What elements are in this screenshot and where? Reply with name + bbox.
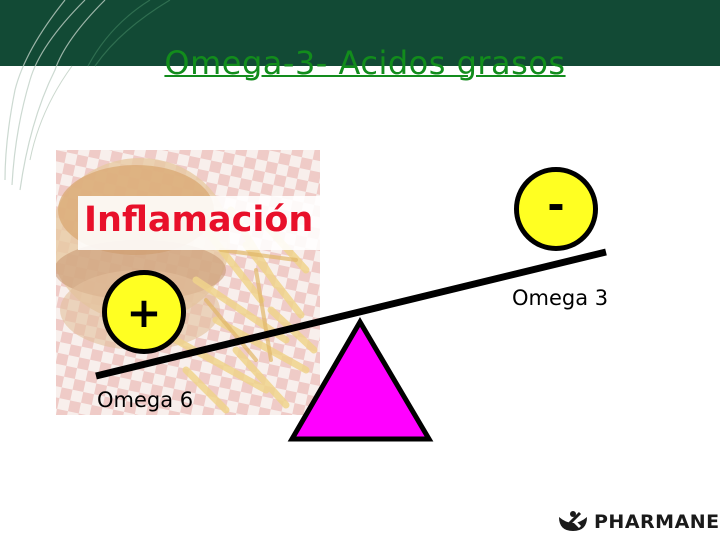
header-band — [0, 0, 720, 66]
plus-symbol: + — [126, 287, 162, 337]
pharmanex-logo: PHARMANEX — [556, 508, 720, 536]
slide-title: Omega-3- Acidos grasos — [164, 44, 566, 82]
inflammation-label: Inflamación — [84, 200, 314, 240]
omega6-weight: + — [102, 270, 186, 354]
balance-beam — [95, 248, 607, 380]
fulcrum-triangle — [287, 317, 434, 442]
inflammation-label-backdrop — [78, 196, 331, 250]
minus-symbol: - — [547, 180, 565, 229]
omega3-weight: - — [514, 167, 598, 251]
omega6-label: Omega 6 — [97, 388, 194, 412]
logo-text: PHARMANEX — [594, 511, 720, 533]
omega3-label: Omega 3 — [512, 286, 609, 310]
pharmanex-logo-icon — [559, 511, 587, 531]
